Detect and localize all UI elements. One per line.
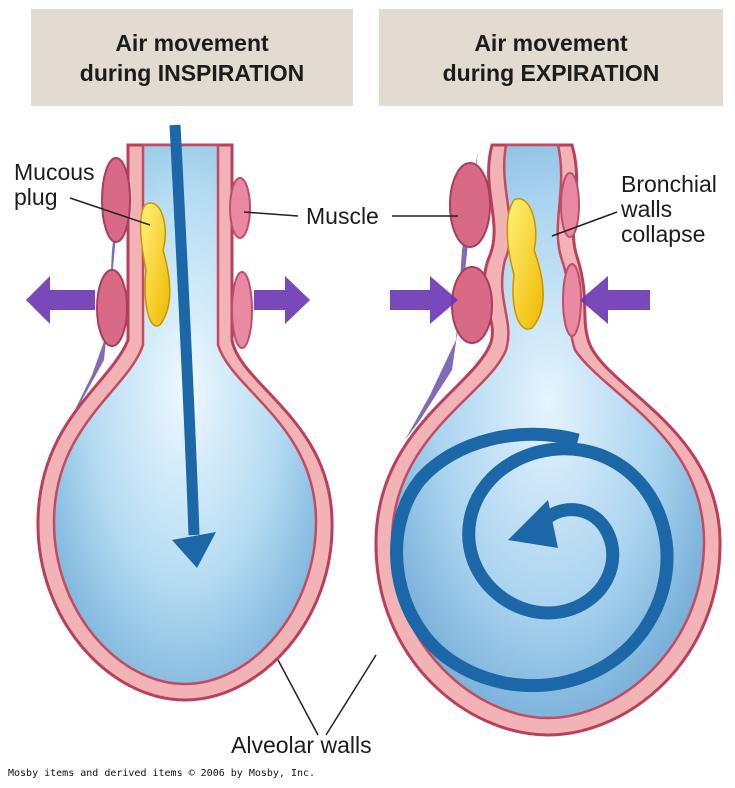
alveolar-leader-right xyxy=(325,654,377,736)
mucous-plug-label-line1: Mucous xyxy=(14,159,95,185)
alveolar-walls-label: Alveolar walls xyxy=(231,732,372,758)
right-mucous-plug xyxy=(506,198,544,330)
right-muscle-lump xyxy=(449,162,491,248)
bronchial-label-line1: Bronchial xyxy=(621,171,717,197)
right-muscle-band xyxy=(405,150,478,440)
leader-lines xyxy=(69,197,618,736)
outward-force-arrow-left xyxy=(26,276,95,324)
inspiration-airway xyxy=(26,124,334,702)
expiration-title-box: Air movement during EXPIRATION xyxy=(379,9,723,106)
inspiration-title-line2: during INSPIRATION xyxy=(79,59,305,86)
inward-force-arrow-right xyxy=(580,276,650,324)
outward-force-arrow-right xyxy=(254,276,310,324)
left-mucous-plug xyxy=(139,202,171,327)
left-muscle-lump xyxy=(101,157,131,243)
inspiration-airflow-arrowhead xyxy=(172,532,216,568)
left-muscle-lump xyxy=(229,177,251,239)
right-muscle-lump xyxy=(560,172,580,238)
right-muscle-lump xyxy=(451,266,493,344)
bronchial-walls-collapse-label: Bronchial walls collapse xyxy=(621,172,717,247)
inward-force-arrow-left xyxy=(390,276,458,324)
expiration-airway xyxy=(374,143,722,737)
expiration-spiral-arrowhead xyxy=(508,500,558,548)
expiration-title-line2: during EXPIRATION xyxy=(442,59,660,86)
right-muscle-lump xyxy=(562,263,582,337)
muscle-leader-left xyxy=(243,211,299,217)
inspiration-title-line1: Air movement xyxy=(115,29,269,56)
bronchial-label-line3: collapse xyxy=(621,221,706,247)
bronchial-walls-leader xyxy=(551,211,618,237)
mucous-plug-label-line2: plug xyxy=(14,184,58,210)
left-muscle-lump xyxy=(96,269,128,347)
expiration-spiral-airflow xyxy=(390,427,674,693)
copyright-footer: Mosby items and derived items © 2006 by … xyxy=(8,768,316,779)
inspiration-airflow-arrow xyxy=(169,124,200,536)
bronchial-label-line2: walls xyxy=(621,196,673,222)
alveolar-leader-left xyxy=(277,659,319,736)
inspiration-title-box: Air movement during INSPIRATION xyxy=(31,9,353,106)
mucous-plug-leader xyxy=(69,197,151,226)
muscle-label: Muscle xyxy=(306,203,379,229)
left-muscle-lump xyxy=(231,271,253,349)
left-muscle-band xyxy=(70,150,124,420)
mucous-plug-label: Mucous plug xyxy=(14,160,95,210)
expiration-title-line1: Air movement xyxy=(474,29,628,56)
